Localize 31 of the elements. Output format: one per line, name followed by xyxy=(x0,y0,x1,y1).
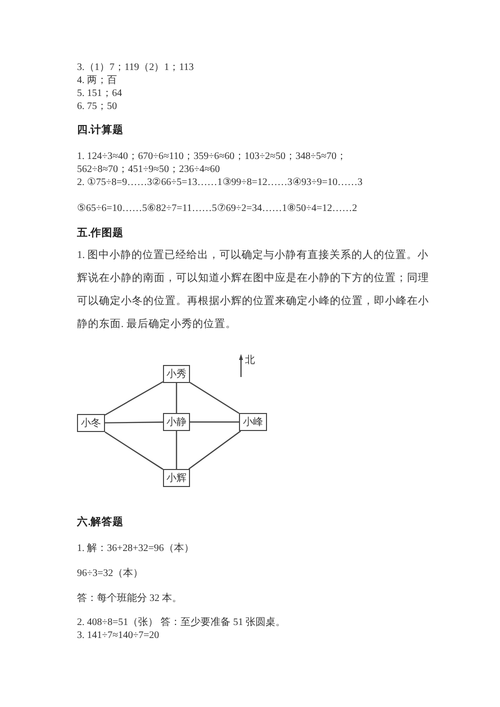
connector-line xyxy=(176,383,178,413)
answer-text: 答：每个班能分 32 本。 xyxy=(77,592,182,605)
connector-line xyxy=(188,430,242,470)
answer-text: 6. 75；50 xyxy=(77,100,117,113)
name-box: 小秀 xyxy=(163,365,190,383)
connector-line xyxy=(190,382,240,414)
answer-text: 4. 两；百 xyxy=(77,74,117,87)
name-box: 小峰 xyxy=(239,413,267,431)
answer-text: 1. 124÷3≈40；670÷6≈110；359÷6≈60；103÷2≈50；348÷5≈70； xyxy=(77,150,347,163)
answer-text: 1. 解：36+28+32=96（本） xyxy=(77,542,194,555)
section-heading: 四.计算题 xyxy=(77,124,124,137)
connector-line xyxy=(105,422,163,424)
connector-line xyxy=(104,381,164,416)
section-heading: 六.解答题 xyxy=(77,516,124,529)
connector-line xyxy=(104,432,164,470)
connector-line xyxy=(190,421,239,423)
answer-text: 562÷8≈70；451÷9≈50；236÷4≈60 xyxy=(77,163,220,176)
paragraph: 1. 图中小静的位置已经给出，可以确定与小静有直接关系的人的位置。小辉说在小静的南面，可以知道小辉在图中应是在小静的下方的位置；同理可以确定小冬的位置。再根据小辉的位置来确定小峰的位置，即小峰在小静的东面. 最后确定小秀的位置。 xyxy=(77,248,429,332)
answer-text: 3.（1）7；119（2）1；113 xyxy=(77,61,194,74)
name-box: 小静 xyxy=(163,413,190,431)
answer-text: 2. ①75÷8=9……3②66÷5=13……1③99÷8=12……3④93÷9=10……3 xyxy=(77,176,363,189)
answer-text: 96÷3=32（本） xyxy=(77,567,144,580)
name-box: 小辉 xyxy=(163,469,190,487)
section-heading: 五.作图题 xyxy=(77,227,124,240)
answer-text: ⑤65÷6=10……5⑥82÷7=11……5⑦69÷2=34……1⑧50÷4=12……2 xyxy=(77,202,358,215)
answer-text: 5. 151；64 xyxy=(77,87,122,100)
connector-line xyxy=(176,431,178,469)
name-box: 小冬 xyxy=(77,414,105,432)
answer-text: 3. 141÷7≈140÷7=20 xyxy=(77,629,160,642)
answer-text: 2. 408÷8=51（张） 答：至少要准备 51 张圆桌。 xyxy=(77,616,286,629)
direction-label: 北 xyxy=(245,354,255,367)
